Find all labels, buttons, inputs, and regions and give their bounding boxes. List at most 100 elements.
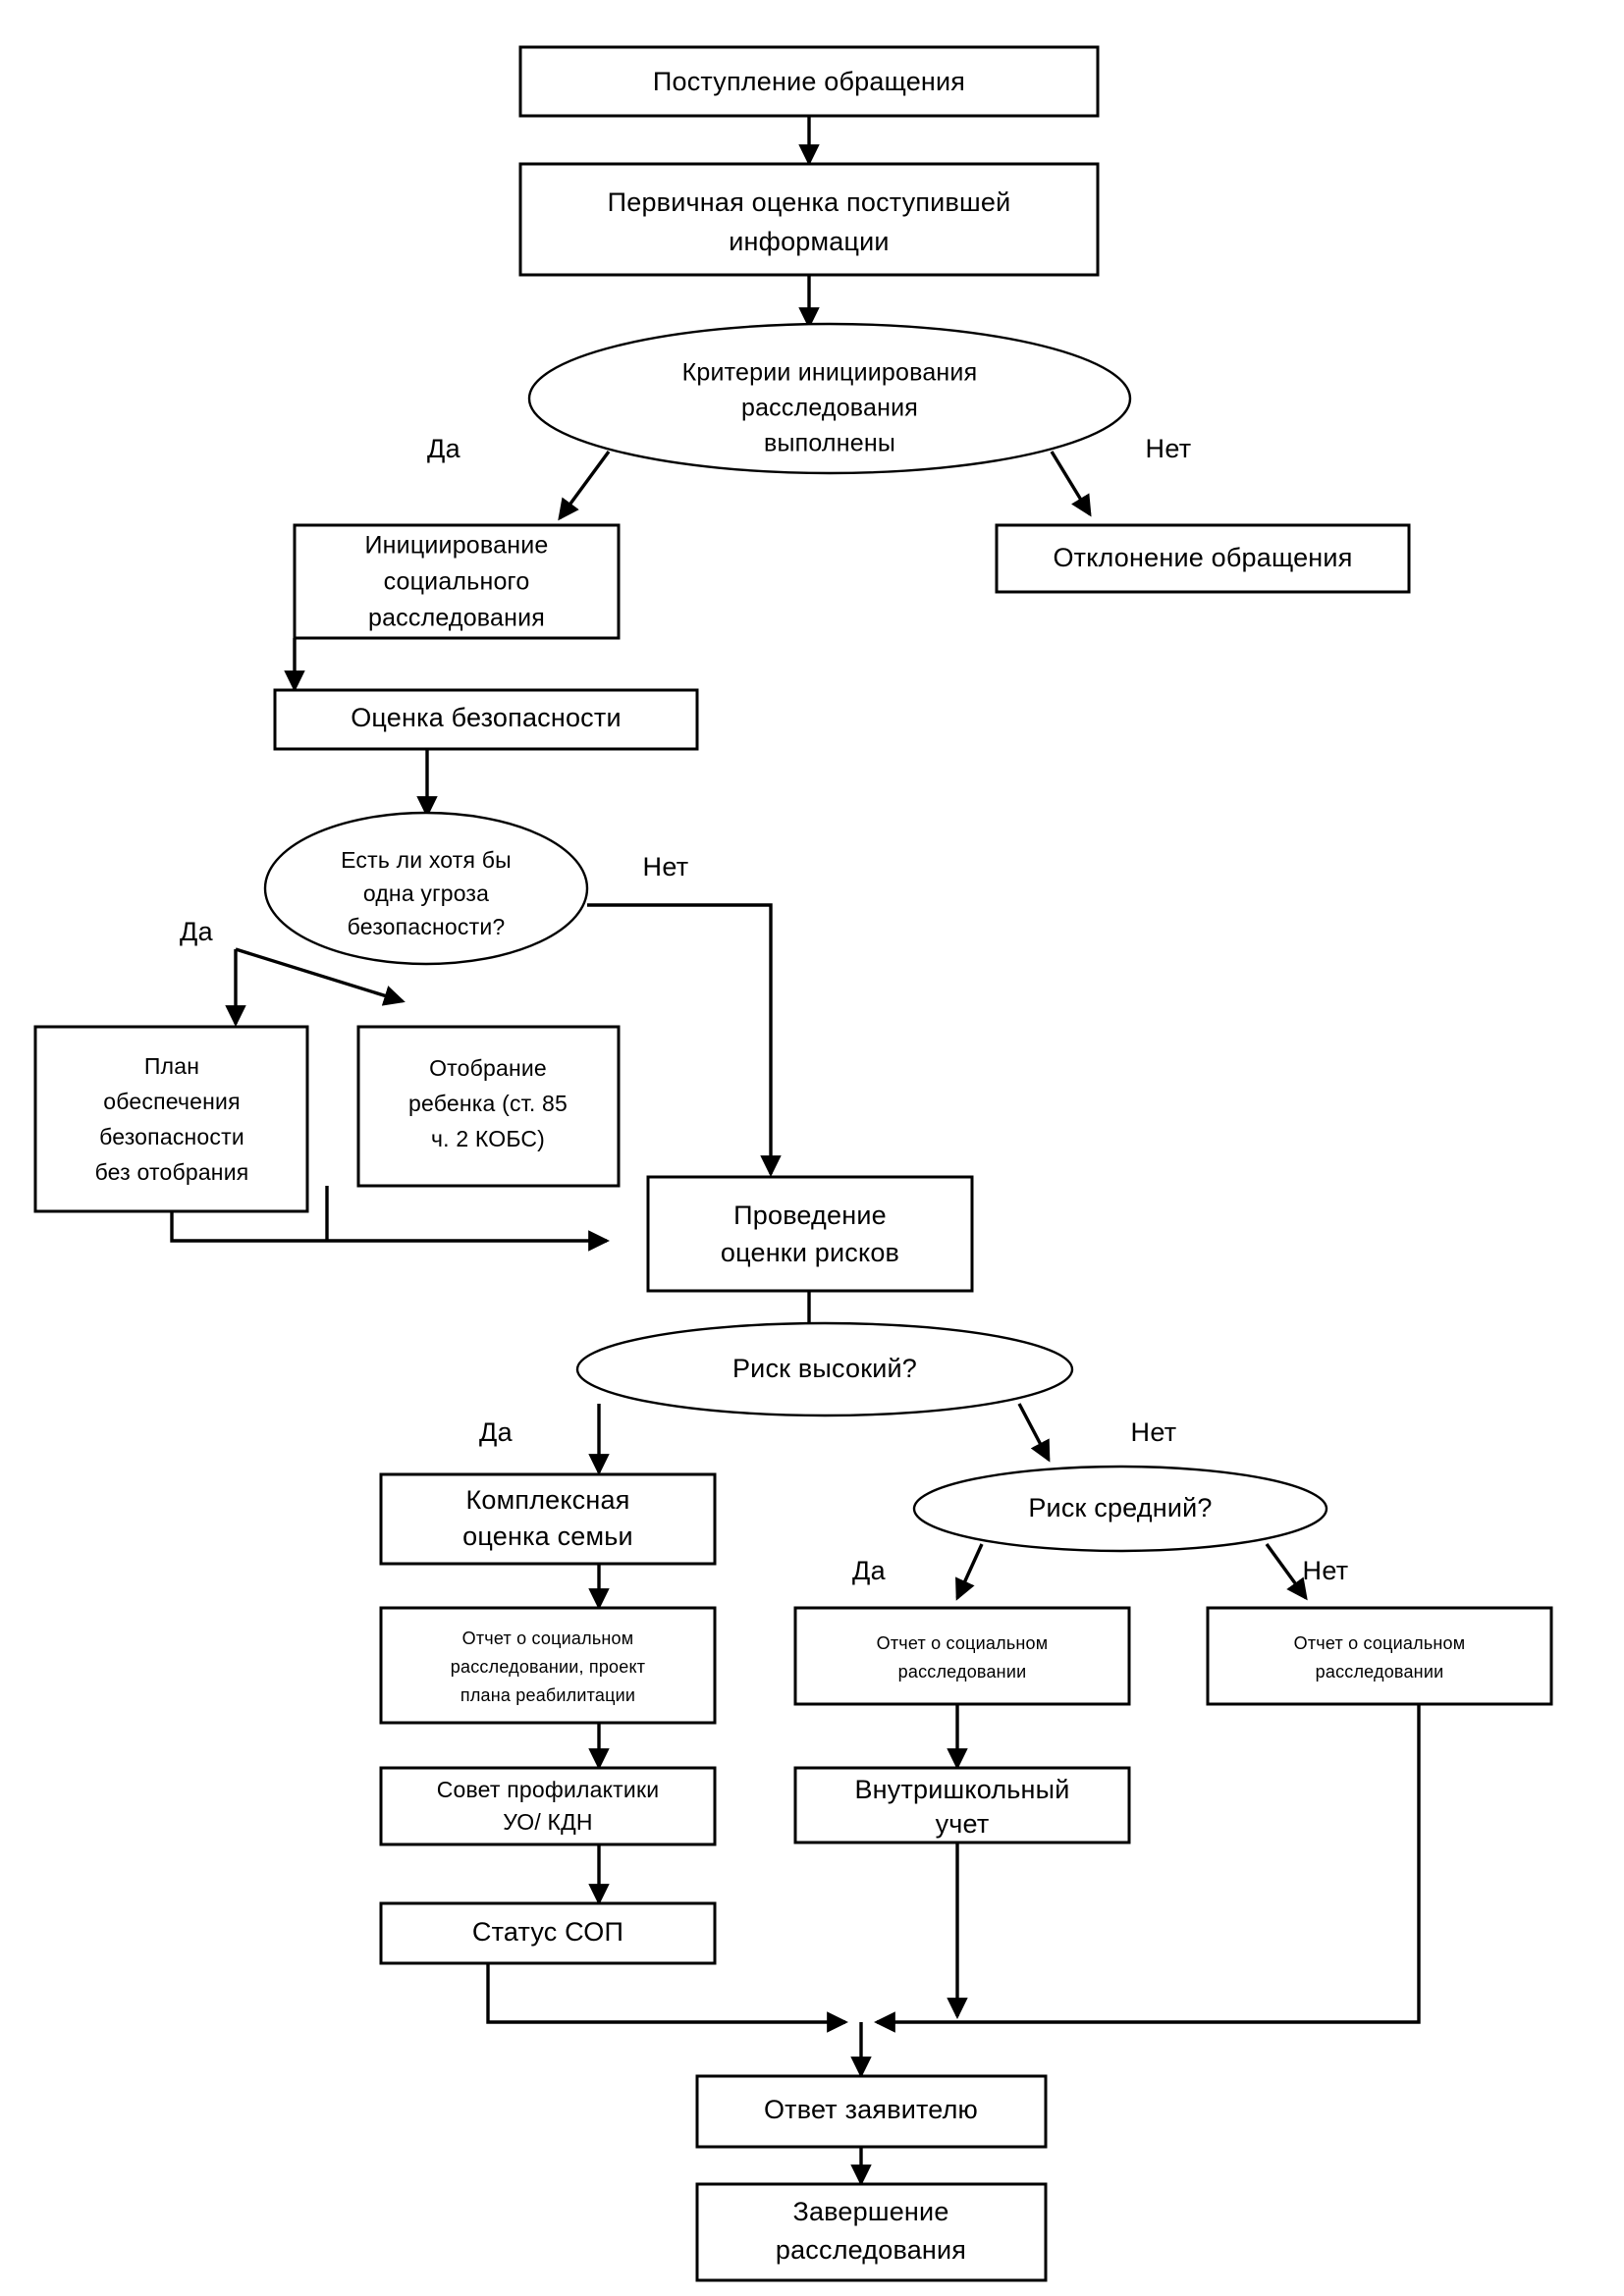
- node-reject-request[interactable]: Отклонение обращения: [995, 523, 1411, 594]
- node-safety-plan-box[interactable]: [33, 1025, 309, 1213]
- node-reject-request-label: Отклонение обращения: [1053, 543, 1352, 572]
- edge-label-criteria-no: Нет: [1146, 434, 1192, 463]
- node-initiate-investigation-box[interactable]: [293, 523, 621, 640]
- node-risk-assessment[interactable]: Проведение оценки рисков: [646, 1175, 974, 1293]
- edges-layer: [170, 116, 1421, 2186]
- node-investigation-end-line1: Завершение: [792, 2197, 948, 2226]
- node-safety-assessment-label: Оценка безопасности: [351, 703, 622, 732]
- node-report-full[interactable]: Отчет о социальном расследовании, проект…: [379, 1606, 717, 1725]
- node-criteria-decision-line1: Критерии инициирования: [682, 359, 978, 387]
- node-applicant-response-box[interactable]: [695, 2074, 1048, 2149]
- node-school-registry-box[interactable]: [793, 1766, 1131, 1844]
- node-report-medium-box[interactable]: [793, 1606, 1131, 1706]
- node-primary-assessment[interactable]: Первичная оценка поступившей информации: [518, 162, 1100, 277]
- edge-medium-no: [1265, 1543, 1308, 1601]
- node-report-medium-line2: расследовании: [898, 1662, 1027, 1682]
- node-safety-plan-line2: обеспечения: [103, 1089, 240, 1114]
- node-risk-assessment-box[interactable]: [646, 1175, 974, 1293]
- node-safety-assessment[interactable]: Оценка безопасности: [273, 688, 699, 751]
- node-school-registry-line1: Внутришкольный: [854, 1775, 1069, 1804]
- node-family-assessment-line1: Комплексная: [465, 1485, 629, 1515]
- node-criteria-decision-ellipse[interactable]: [527, 322, 1132, 475]
- node-safety-plan[interactable]: План обеспечения безопасности без отобра…: [33, 1025, 309, 1213]
- edge-medium-yes: [955, 1543, 984, 1601]
- node-risk-assessment-line1: Проведение: [733, 1201, 887, 1230]
- node-sop-status-box[interactable]: [379, 1901, 717, 1965]
- node-high-risk-decision-ellipse[interactable]: [575, 1321, 1074, 1417]
- node-sop-status[interactable]: Статус СОП: [379, 1901, 717, 1965]
- node-threat-decision-ellipse[interactable]: [263, 811, 589, 966]
- node-school-registry[interactable]: Внутришкольный учет: [793, 1766, 1131, 1844]
- node-initiate-investigation-line1: Инициирование: [365, 532, 549, 560]
- node-initiate-investigation-line3: расследования: [368, 605, 545, 632]
- node-safety-assessment-box[interactable]: [273, 688, 699, 751]
- node-intake[interactable]: Поступление обращения: [518, 45, 1100, 118]
- node-report-full-line3: плана реабилитации: [460, 1685, 635, 1705]
- node-medium-risk-decision[interactable]: Риск средний?: [912, 1465, 1328, 1553]
- node-reject-request-box[interactable]: [995, 523, 1411, 594]
- node-school-registry-line2: учет: [936, 1809, 990, 1839]
- edge-label-threat-no: Нет: [643, 852, 689, 881]
- edge-label-medium-no: Нет: [1303, 1556, 1349, 1585]
- node-threat-decision-line2: одна угроза: [363, 881, 489, 906]
- node-child-removal-box[interactable]: [356, 1025, 621, 1188]
- node-threat-decision-line1: Есть ли хотя бы: [341, 847, 512, 873]
- node-safety-plan-line3: безопасности: [99, 1124, 244, 1149]
- node-family-assessment-box[interactable]: [379, 1472, 717, 1566]
- node-investigation-end-line2: расследования: [776, 2235, 966, 2265]
- node-prevention-council-line2: УО/ КДН: [503, 1809, 593, 1835]
- node-primary-assessment-box[interactable]: [518, 162, 1100, 277]
- node-primary-assessment-line1: Первичная оценка поступившей: [608, 187, 1011, 217]
- edge-plan-to-risk: [170, 1211, 610, 1252]
- node-report-full-line1: Отчет о социальном: [462, 1629, 634, 1648]
- edge-reportlow-to-join: [874, 1704, 1421, 2033]
- node-child-removal[interactable]: Отобрание ребенка (ст. 85 ч. 2 КОБС): [356, 1025, 621, 1188]
- node-report-low-line1: Отчет о социальном: [1294, 1633, 1466, 1653]
- node-intake-box[interactable]: [518, 45, 1100, 118]
- node-applicant-response[interactable]: Ответ заявителю: [695, 2074, 1048, 2149]
- node-report-medium-line1: Отчет о социальном: [877, 1633, 1049, 1653]
- node-investigation-end[interactable]: Завершение расследования: [695, 2182, 1048, 2282]
- node-initiate-investigation[interactable]: Инициирование социального расследования: [293, 523, 621, 640]
- node-prevention-council-line1: Совет профилактики: [437, 1777, 660, 1802]
- node-report-low-line2: расследовании: [1316, 1662, 1444, 1682]
- node-report-low-box[interactable]: [1206, 1606, 1553, 1706]
- node-criteria-decision-line2: расследования: [741, 395, 918, 422]
- node-high-risk-decision[interactable]: Риск высокий?: [575, 1321, 1074, 1417]
- edge-highrisk-no: [1017, 1403, 1051, 1463]
- edge-threat-yes-removal: [235, 947, 406, 1006]
- node-child-removal-line3: ч. 2 КОБС): [431, 1126, 545, 1151]
- node-threat-decision[interactable]: Есть ли хотя бы одна угроза безопасности…: [263, 811, 589, 966]
- node-report-low[interactable]: Отчет о социальном расследовании: [1206, 1606, 1553, 1706]
- node-investigation-end-box[interactable]: [695, 2182, 1048, 2282]
- node-criteria-decision-line3: выполнены: [764, 430, 895, 457]
- node-applicant-response-label: Ответ заявителю: [764, 2095, 978, 2124]
- node-prevention-council[interactable]: Совет профилактики УО/ КДН: [379, 1766, 717, 1846]
- node-safety-plan-line4: без отобрания: [95, 1159, 249, 1185]
- node-safety-plan-line1: План: [144, 1053, 199, 1079]
- node-risk-assessment-line2: оценки рисков: [721, 1238, 899, 1267]
- node-report-full-line2: расследовании, проект: [451, 1657, 645, 1677]
- edge-label-medium-yes: Да: [852, 1556, 887, 1585]
- node-prevention-council-box[interactable]: [379, 1766, 717, 1846]
- node-family-assessment[interactable]: Комплексная оценка семьи: [379, 1472, 717, 1566]
- node-family-assessment-line2: оценка семьи: [462, 1522, 633, 1551]
- node-report-medium[interactable]: Отчет о социальном расследовании: [793, 1606, 1131, 1706]
- node-sop-status-label: Статус СОП: [472, 1917, 623, 1947]
- edge-threat-no-to-risk: [587, 903, 782, 1177]
- edge-criteria-no: [1050, 451, 1092, 517]
- node-medium-risk-decision-label: Риск средний?: [1028, 1493, 1212, 1522]
- node-medium-risk-decision-ellipse[interactable]: [912, 1465, 1328, 1553]
- node-child-removal-line2: ребенка (ст. 85: [408, 1091, 568, 1116]
- edge-sop-to-join: [486, 1963, 848, 2033]
- node-report-full-box[interactable]: [379, 1606, 717, 1725]
- node-child-removal-line1: Отобрание: [429, 1055, 547, 1081]
- node-intake-label: Поступление обращения: [653, 67, 965, 96]
- node-high-risk-decision-label: Риск высокий?: [732, 1354, 917, 1383]
- node-threat-decision-line3: безопасности?: [348, 914, 506, 939]
- edge-label-threat-yes: Да: [180, 917, 214, 946]
- node-criteria-decision[interactable]: Критерии инициирования расследования вып…: [527, 322, 1132, 475]
- edge-label-highrisk-yes: Да: [479, 1417, 514, 1447]
- node-initiate-investigation-line2: социального: [384, 568, 530, 596]
